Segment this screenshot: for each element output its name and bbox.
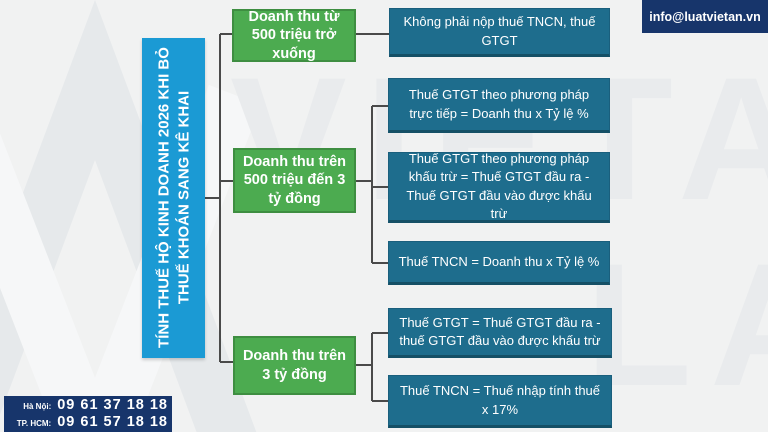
contact-phone-bar: Hà Nội: 09 61 37 18 18 TP. HCM: 09 61 57… <box>4 396 172 432</box>
watermark-text-law: LAW <box>585 228 768 423</box>
contact-row-hanoi: Hà Nội: 09 61 37 18 18 <box>4 397 168 414</box>
outcome-gtgt-direct-method: Thuế GTGT theo phương pháp trực tiếp = D… <box>388 78 610 133</box>
outcome-tncn-17-percent: Thuế TNCN = Thuế nhập tính thuế x 17% <box>388 375 612 428</box>
contact-label-hcm: TP. HCM: <box>16 419 52 428</box>
outcome-gtgt-output-minus-input: Thuế GTGT = Thuế GTGT đầu ra - thuế GTGT… <box>388 308 612 358</box>
root-node-tax-household-2026: TÍNH THUẾ HỘ KINH DOANH 2026 KHI BỎ THUẾ… <box>142 38 205 358</box>
brand-email-text: info@luatvietan.vn <box>649 9 761 24</box>
brand-email-badge: info@luatvietan.vn <box>642 0 768 33</box>
contact-phone-hcm: 09 61 57 18 18 <box>57 414 168 430</box>
outcome-gtgt-deduction-method: Thuế GTGT theo phương pháp khấu trừ = Th… <box>388 151 610 223</box>
contact-row-hcm: TP. HCM: 09 61 57 18 18 <box>4 414 168 431</box>
root-node-label: TÍNH THUẾ HỘ KINH DOANH 2026 KHI BỎ THUẾ… <box>155 47 193 348</box>
contact-phone-hanoi: 09 61 37 18 18 <box>57 397 168 413</box>
branch-revenue-500m-to-3b: Doanh thu trên 500 triệu đến 3 tỷ đồng <box>233 148 356 213</box>
branch-revenue-under-500m: Doanh thu từ 500 triệu trở xuống <box>232 9 356 62</box>
outcome-no-tncn-gtgt-tax: Không phải nộp thuế TNCN, thuế GTGT <box>389 8 610 57</box>
contact-label-hanoi: Hà Nội: <box>23 402 52 411</box>
outcome-tncn-revenue-rate: Thuế TNCN = Doanh thu x Tỷ lệ % <box>388 241 610 285</box>
branch-revenue-over-3b: Doanh thu trên 3 tỷ đồng <box>233 336 356 395</box>
